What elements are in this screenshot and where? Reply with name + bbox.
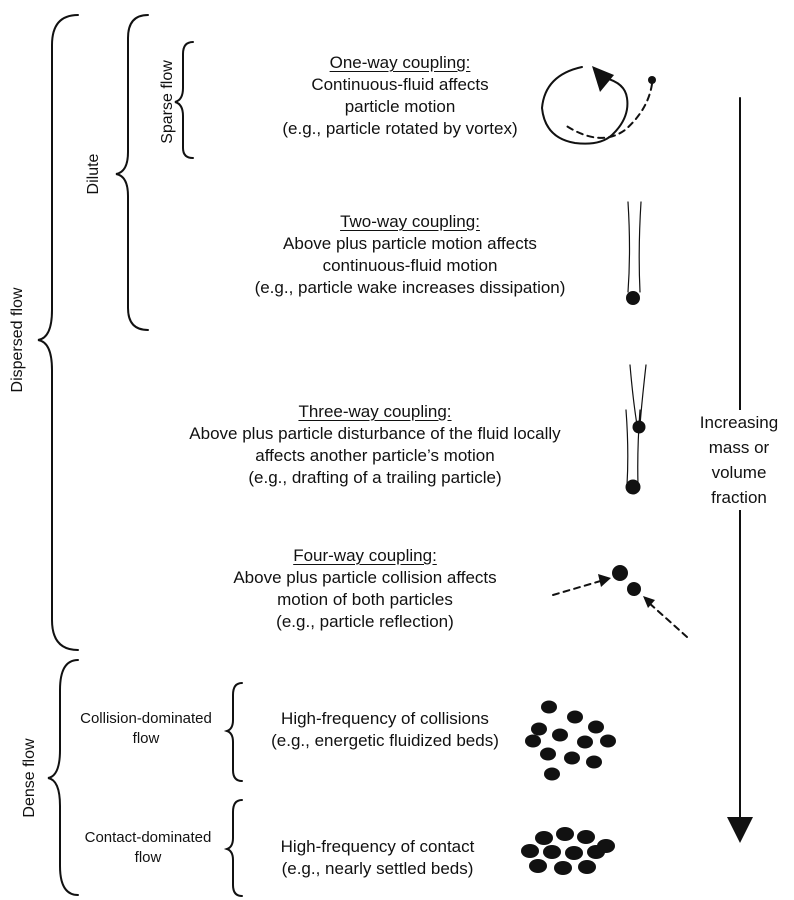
collision-dominated-description: High-frequency of collisions (e.g., ener… bbox=[240, 708, 530, 752]
four-way-coupling-line-3: (e.g., particle reflection) bbox=[276, 612, 454, 631]
wake-lines-three-way bbox=[625, 364, 647, 486]
contact-brace bbox=[223, 799, 243, 897]
dense-flow-label: Dense flow bbox=[21, 738, 38, 818]
three-way-coupling-line-3: (e.g., drafting of a trailing particle) bbox=[248, 468, 502, 487]
collision-description-line-1: High-frequency of collisions bbox=[281, 709, 489, 728]
vortex-particle bbox=[648, 76, 656, 84]
particle-path-dashed bbox=[564, 83, 653, 139]
four-way-particle-2 bbox=[627, 582, 641, 596]
dispersed-flow-label: Dispersed flow bbox=[9, 287, 26, 393]
right-arrow-head bbox=[643, 596, 655, 608]
four-way-coupling-block: Four-way coupling: Above plus particle c… bbox=[195, 545, 535, 633]
two-way-coupling-line-3: (e.g., particle wake increases dissipati… bbox=[254, 278, 566, 297]
contact-particle-cluster bbox=[521, 827, 615, 875]
contact-dominated-line-1: Contact-dominated bbox=[84, 829, 212, 846]
dispersed-flow-brace bbox=[37, 14, 79, 651]
two-way-particle bbox=[626, 291, 640, 305]
two-way-coupling-heading: Two-way coupling: bbox=[340, 212, 480, 231]
four-way-coupling-heading: Four-way coupling: bbox=[293, 546, 437, 565]
collision-description-line-2: (e.g., energetic fluidized beds) bbox=[271, 731, 499, 750]
three-way-coupling-line-1: Above plus particle disturbance of the f… bbox=[189, 424, 561, 443]
left-arrow-head bbox=[598, 574, 611, 587]
vortex-sketch bbox=[540, 66, 629, 145]
dense-flow-brace bbox=[47, 659, 79, 896]
three-way-leading-particle bbox=[632, 420, 646, 434]
incoming-arrow-right bbox=[647, 601, 688, 638]
arrow-label-line-2: mass or bbox=[708, 438, 770, 457]
one-way-coupling-block: One-way coupling: Continuous-fluid affec… bbox=[250, 52, 550, 140]
contact-description-line-1: High-frequency of contact bbox=[280, 837, 475, 856]
collision-dominated-label: Collision-dominated flow bbox=[64, 709, 228, 749]
contact-dominated-line-2: flow bbox=[134, 849, 162, 866]
vortex-arrow-head bbox=[592, 66, 614, 92]
three-way-trailing-particle bbox=[625, 479, 641, 495]
arrow-label-line-1: Increasing bbox=[699, 413, 779, 432]
sparse-flow-brace bbox=[174, 41, 194, 159]
increasing-fraction-label: Increasing mass or volume fraction bbox=[684, 410, 794, 510]
one-way-coupling-line-1: Continuous-fluid affects bbox=[311, 75, 489, 94]
four-way-particle-1 bbox=[612, 565, 628, 581]
four-way-coupling-line-2: motion of both particles bbox=[277, 590, 453, 609]
wake-lines-two-way bbox=[627, 201, 642, 293]
contact-description-line-2: (e.g., nearly settled beds) bbox=[281, 859, 474, 878]
collision-dominated-line-2: flow bbox=[132, 730, 160, 747]
two-way-coupling-block: Two-way coupling: Above plus particle mo… bbox=[225, 211, 595, 299]
sparse-flow-label: Sparse flow bbox=[159, 60, 176, 144]
collision-brace bbox=[223, 682, 243, 782]
increasing-arrow-head bbox=[727, 817, 753, 843]
arrow-label-line-4: fraction bbox=[711, 488, 767, 507]
collision-dominated-line-1: Collision-dominated bbox=[80, 710, 212, 727]
two-way-coupling-line-1: Above plus particle motion affects bbox=[283, 234, 537, 253]
collision-particle-cluster bbox=[525, 700, 616, 781]
dilute-label: Dilute bbox=[85, 153, 102, 195]
dilute-brace bbox=[115, 14, 149, 331]
three-way-coupling-line-2: affects another particle’s motion bbox=[255, 446, 495, 465]
incoming-arrow-left bbox=[552, 579, 605, 596]
contact-dominated-label: Contact-dominated flow bbox=[68, 828, 228, 868]
two-way-coupling-line-2: continuous-fluid motion bbox=[322, 256, 498, 275]
one-way-coupling-line-2: particle motion bbox=[344, 97, 456, 116]
four-way-coupling-line-1: Above plus particle collision affects bbox=[233, 568, 497, 587]
three-way-coupling-heading: Three-way coupling: bbox=[298, 402, 452, 421]
arrow-label-line-3: volume bbox=[711, 463, 767, 482]
contact-dominated-description: High-frequency of contact (e.g., nearly … bbox=[245, 836, 510, 880]
one-way-coupling-line-3: (e.g., particle rotated by vortex) bbox=[282, 119, 518, 138]
three-way-coupling-block: Three-way coupling: Above plus particle … bbox=[140, 401, 610, 489]
one-way-coupling-heading: One-way coupling: bbox=[329, 53, 471, 72]
